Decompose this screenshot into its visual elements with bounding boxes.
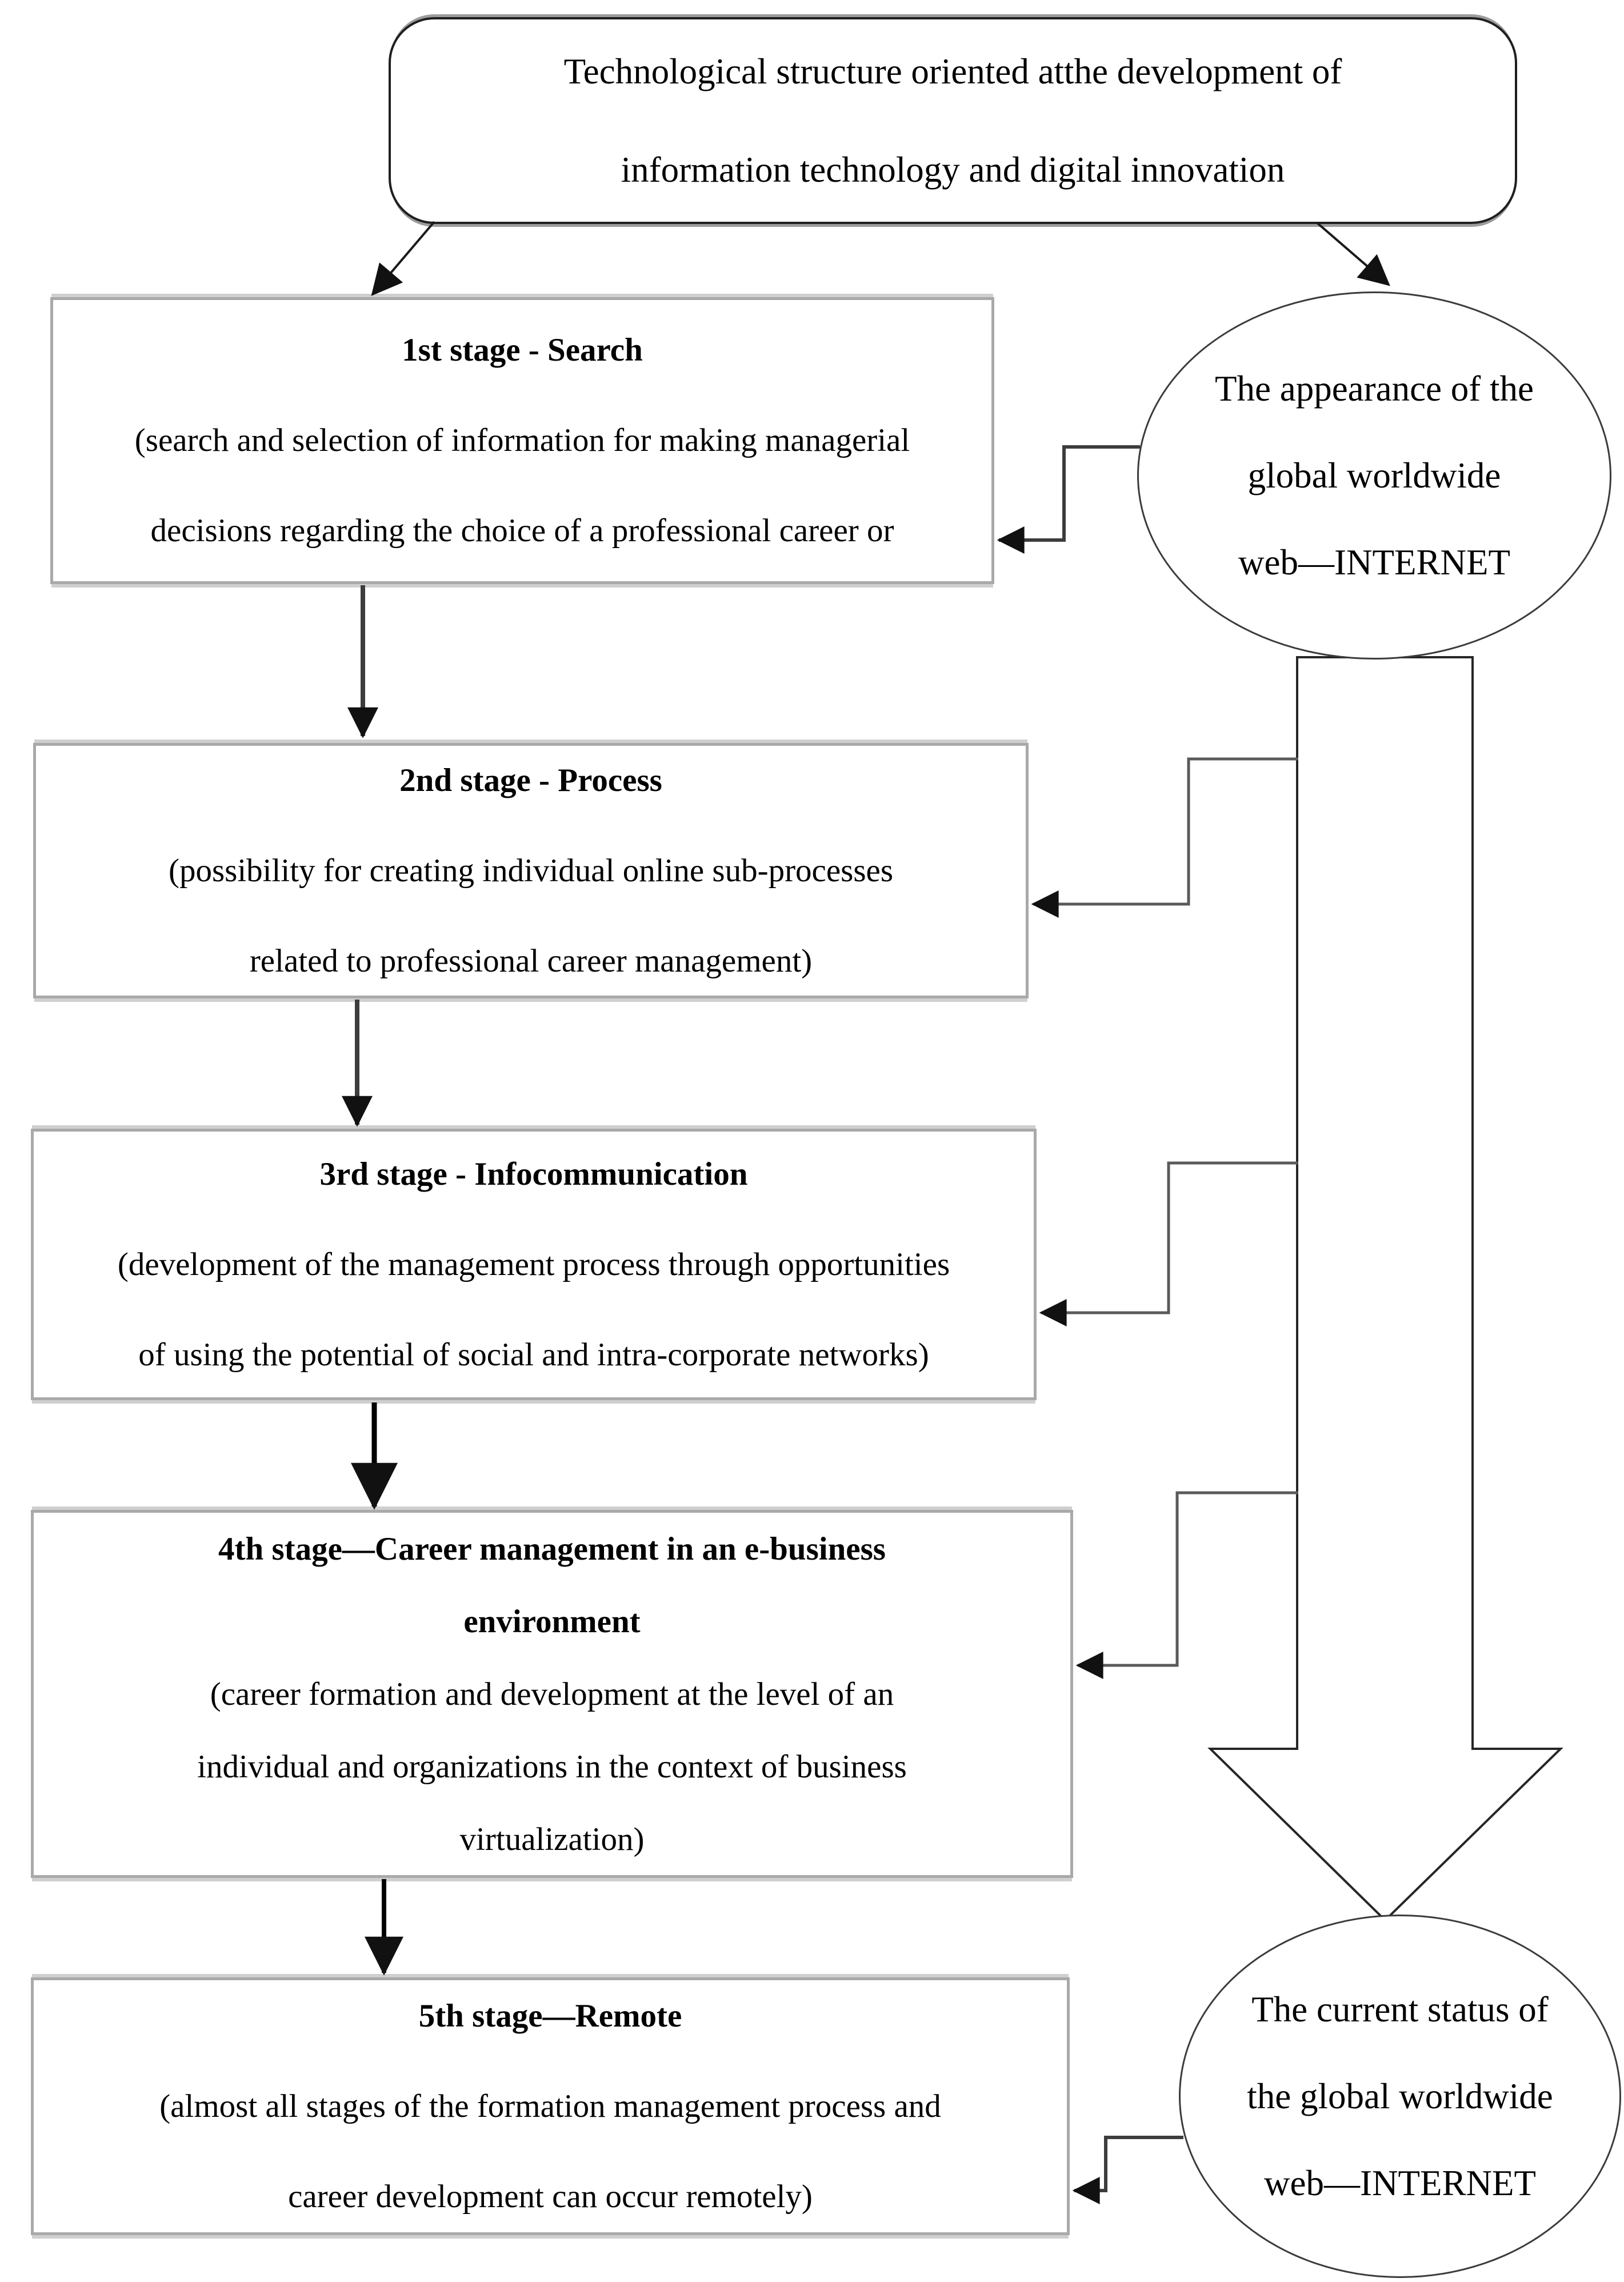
stage-5-text: 5th stage—Remote (almost all stages of t… [159,1971,941,2242]
stage-box-4: 4th stage—Career management in an e-busi… [31,1510,1073,1878]
stage-4-text: 4th stage—Career management in an e-busi… [197,1513,907,1876]
stage-3-body: (development of the management process t… [117,1246,950,1373]
top-box: Technological structure oriented atthe d… [389,17,1517,224]
stage-1-text: 1st stage - Search (search and selection… [135,305,910,576]
stage-4-body: (career formation and development at the… [197,1676,907,1857]
internet-evolution-big-down-arrow [1207,656,1563,1922]
stage-5-title: 5th stage—Remote [418,1997,682,2034]
stage-4-title: 4th stage—Career management in an e-busi… [218,1530,886,1640]
top-box-text: Technological structure oriented atthe d… [563,51,1342,190]
internet-status-ellipse: The current status of the global worldwi… [1179,1915,1621,2278]
stage-box-3: 3rd stage - Infocommunication (developme… [31,1129,1037,1400]
internet-appearance-text: The appearance of the global worldwide w… [1215,369,1534,582]
stage-2-body: (possibility for creating individual onl… [169,852,893,979]
stage-1-title: 1st stage - Search [402,332,643,368]
internet-appearance-ellipse: The appearance of the global worldwide w… [1137,291,1611,660]
stage-box-2: 2nd stage - Process (possibility for cre… [33,743,1029,998]
stage-3-text: 3rd stage - Infocommunication (developme… [118,1129,950,1400]
stage-1-body: (search and selection of information for… [134,422,910,549]
internet-status-text: The current status of the global worldwi… [1247,1989,1553,2203]
stage-2-text: 2nd stage - Process (possibility for cre… [169,736,893,1006]
stage-5-body: (almost all stages of the formation mana… [159,2088,941,2215]
stage-box-5: 5th stage—Remote (almost all stages of t… [31,1977,1070,2235]
stage-2-title: 2nd stage - Process [399,762,662,798]
stage-3-title: 3rd stage - Infocommunication [319,1156,748,1192]
stage-box-1: 1st stage - Search (search and selection… [50,297,994,584]
